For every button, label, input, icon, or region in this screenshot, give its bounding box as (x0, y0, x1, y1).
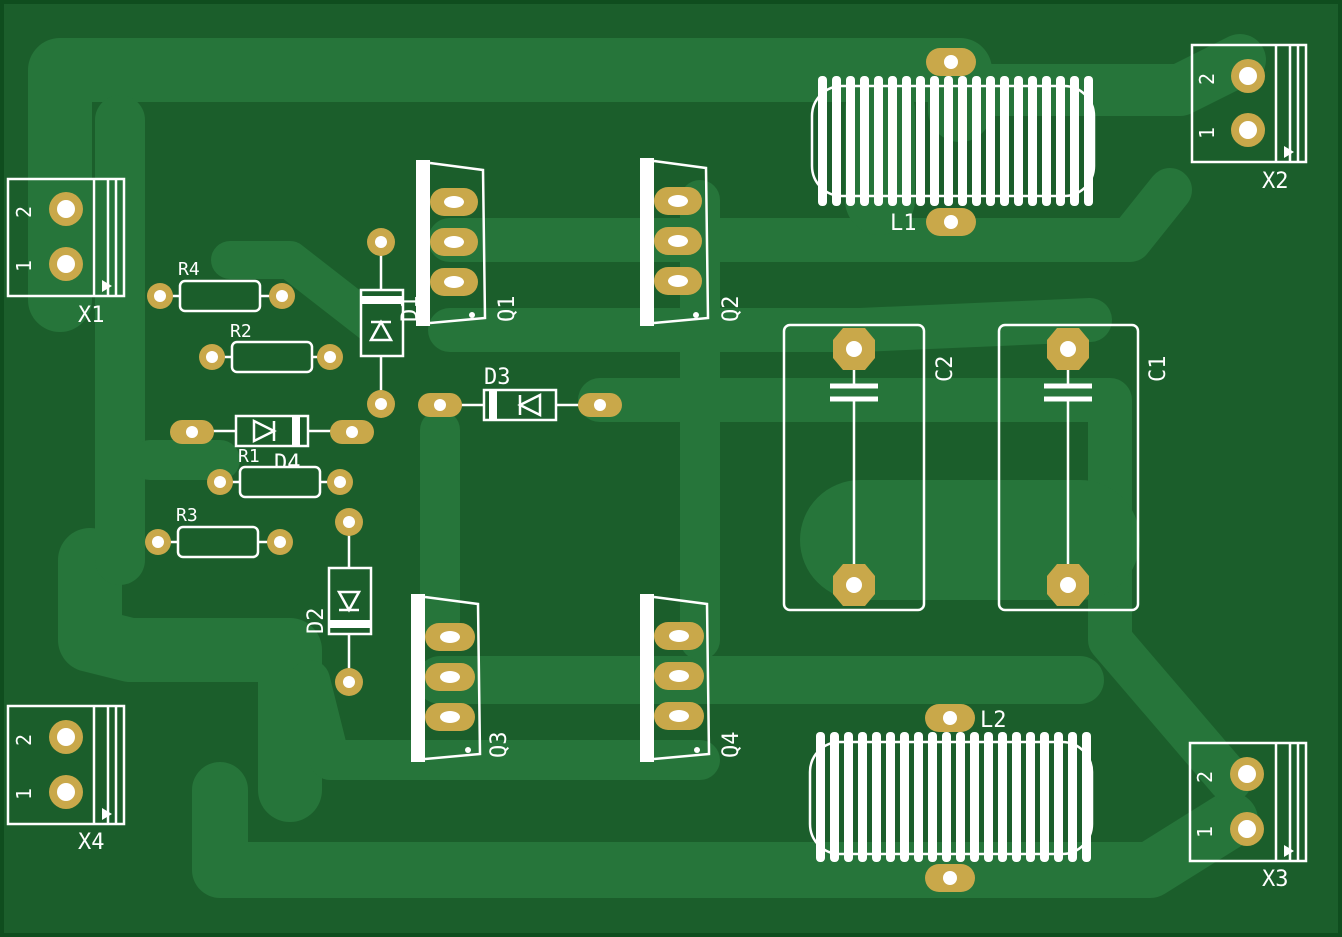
x4-ref-label: X4 (78, 830, 105, 855)
inductor-winding (1070, 76, 1079, 206)
inductor-winding (846, 76, 855, 206)
diode-d4[interactable]: D4 (170, 414, 374, 476)
q1-ref-label: Q1 (495, 296, 520, 323)
x2-pin2-label: 2 (1195, 73, 1219, 85)
l2-ref-label: L2 (980, 708, 1007, 733)
c1-ref-label: C1 (1146, 356, 1171, 383)
inductor-winding (986, 76, 995, 206)
d3-ref-label: D3 (484, 365, 511, 390)
inductor-winding (858, 732, 867, 862)
c2-ref-label: C2 (933, 356, 958, 383)
inductor-winding (1014, 76, 1023, 206)
inductor-winding (816, 732, 825, 862)
inductor-winding (1068, 732, 1077, 862)
transistor-q1[interactable]: Q1 (416, 160, 520, 326)
x3-pin1-label: 1 (1193, 826, 1217, 838)
inductor-winding (1082, 732, 1091, 862)
inductor-l2[interactable]: L2 (808, 704, 1094, 892)
resistor-r3[interactable]: R3 (145, 505, 293, 559)
inductor-winding (930, 76, 939, 206)
capacitor-c1[interactable]: C1 (997, 323, 1171, 612)
inductor-winding (860, 76, 869, 206)
inductor-winding (1054, 732, 1063, 862)
inductor-winding (1040, 732, 1049, 862)
inductor-winding (818, 76, 827, 206)
inductor-winding (942, 732, 951, 862)
terminal-x1[interactable]: 2 1 X1 (6, 177, 126, 328)
x2-ref-label: X2 (1262, 169, 1289, 194)
capacitor-c2[interactable]: C2 (782, 323, 958, 612)
inductor-winding (984, 732, 993, 862)
terminal-x4[interactable]: 2 1 X4 (6, 704, 126, 855)
inductor-winding (888, 76, 897, 206)
x3-pin2-label: 2 (1193, 771, 1217, 783)
transistor-q2[interactable]: Q2 (640, 158, 744, 326)
inductor-winding (1026, 732, 1035, 862)
resistor-r1[interactable]: R1 (207, 446, 353, 499)
inductor-winding (1000, 76, 1009, 206)
inductor-winding (844, 732, 853, 862)
diode-d3[interactable]: D3 (418, 365, 622, 422)
transistor-q4[interactable]: Q4 (640, 594, 744, 762)
diode-d1[interactable]: D1 (359, 228, 423, 418)
q4-ref-label: Q4 (719, 732, 744, 759)
x3-ref-label: X3 (1262, 867, 1289, 892)
inductor-winding (1042, 76, 1051, 206)
r1-ref-label: R1 (238, 446, 260, 467)
r3-ref-label: R3 (176, 505, 198, 526)
x2-pin1-label: 1 (1195, 127, 1219, 139)
x1-pin2-label: 2 (12, 206, 36, 218)
inductor-winding (1056, 76, 1065, 206)
x4-pin2-label: 2 (12, 734, 36, 746)
inductor-winding (916, 76, 925, 206)
l1-ref-label: L1 (890, 211, 917, 236)
inductor-winding (830, 732, 839, 862)
resistor-r2[interactable]: R2 (199, 321, 343, 374)
inductor-winding (944, 76, 953, 206)
inductor-winding (874, 76, 883, 206)
q2-ref-label: Q2 (719, 296, 744, 323)
inductor-winding (902, 76, 911, 206)
inductor-winding (900, 732, 909, 862)
inductor-winding (886, 732, 895, 862)
x1-pin1-label: 1 (12, 260, 36, 272)
inductor-winding (1084, 76, 1093, 206)
inductor-winding (958, 76, 967, 206)
x1-ref-label: X1 (78, 303, 105, 328)
inductor-winding (928, 732, 937, 862)
d2-ref-label: D2 (304, 608, 329, 635)
resistor-r4[interactable]: R4 (147, 259, 295, 313)
diode-d2[interactable]: D2 (304, 508, 373, 696)
inductor-winding (914, 732, 923, 862)
q3-ref-label: Q3 (487, 732, 512, 759)
r2-ref-label: R2 (230, 321, 252, 342)
x4-pin1-label: 1 (12, 788, 36, 800)
terminal-x2[interactable]: 2 1 X2 (1190, 43, 1308, 194)
inductor-l1[interactable]: L1 (810, 48, 1096, 236)
inductor-winding (998, 732, 1007, 862)
inductor-winding (872, 732, 881, 862)
terminal-x3[interactable]: 2 1 X3 (1188, 741, 1308, 892)
inductor-winding (972, 76, 981, 206)
inductor-winding (956, 732, 965, 862)
inductor-winding (970, 732, 979, 862)
inductor-winding (1012, 732, 1021, 862)
transistor-q3[interactable]: Q3 (411, 594, 512, 762)
inductor-winding (832, 76, 841, 206)
r4-ref-label: R4 (178, 259, 200, 280)
inductor-winding (1028, 76, 1037, 206)
